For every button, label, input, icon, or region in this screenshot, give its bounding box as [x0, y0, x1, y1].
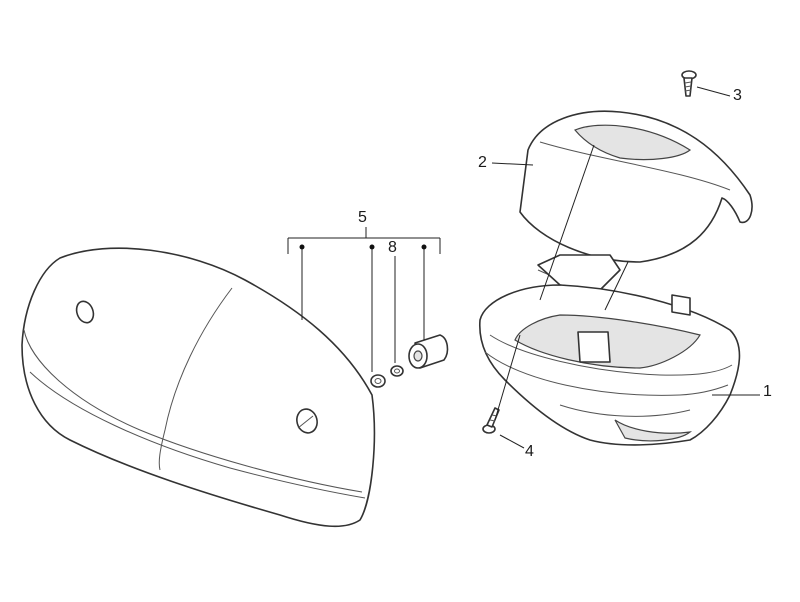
screw-4	[482, 407, 500, 434]
callout-label-1: 1	[763, 383, 772, 400]
lower-handlebar-cover	[479, 284, 741, 446]
leader-lines	[287, 86, 760, 449]
screw-3	[681, 70, 697, 97]
front-cover-panel	[21, 247, 376, 528]
callout-label-5: 5	[358, 209, 367, 226]
mounting-hardware	[370, 334, 449, 388]
upper-handlebar-cover	[519, 110, 753, 306]
callout-label-3: 3	[733, 87, 742, 104]
callout-label-4: 4	[525, 443, 534, 460]
callout-label-8: 8	[388, 239, 397, 256]
callout-label-2: 2	[478, 154, 487, 171]
